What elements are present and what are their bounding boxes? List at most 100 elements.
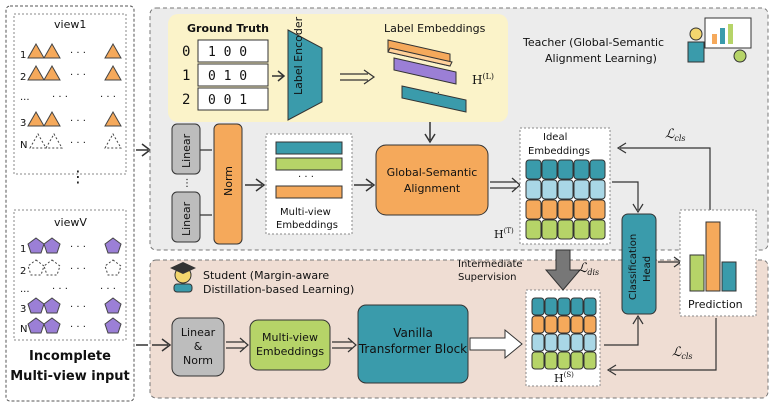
- embedding-cell: [525, 219, 542, 240]
- multiview-emb-label-1: Multi-view: [280, 207, 331, 218]
- dots: · · ·: [298, 172, 314, 183]
- embedding-cell: [525, 179, 542, 200]
- distillation-arrow: [544, 249, 582, 291]
- embedding-cell: [557, 199, 574, 220]
- embedding-cell: [573, 199, 590, 220]
- embedding-cell: [570, 333, 584, 352]
- embedding-cell: [589, 159, 606, 180]
- embedding-cell: [541, 219, 558, 240]
- linear-text-1: Linear: [180, 133, 193, 168]
- embedding-cell: [570, 315, 584, 334]
- arrow-to-label-emb: [340, 69, 376, 85]
- embedding-cell: [541, 159, 558, 180]
- embedding-cell: [570, 297, 584, 316]
- embedding-cell: [557, 333, 571, 352]
- embedding-cell: [531, 297, 545, 316]
- embedding-cell: [557, 179, 574, 200]
- student-title-line1: Student (Margin-aware: [203, 269, 329, 282]
- linear-block-2: [171, 191, 201, 243]
- norm-block: [213, 123, 243, 245]
- linear-norm-text-2: &: [194, 340, 203, 353]
- dis-loss: ℒdis: [578, 261, 599, 277]
- embedding-cell: [573, 219, 590, 240]
- embedding-cell: [557, 315, 571, 334]
- embedding-cell: [544, 351, 558, 370]
- ground-truth-label: Ground Truth: [187, 22, 269, 35]
- teacher-title-line1: Teacher (Global-Semantic: [522, 36, 664, 49]
- vanilla-transformer-block: [357, 304, 469, 384]
- student-multiview-text-1: Multi-view: [262, 331, 318, 344]
- vertical-ellipsis: ⋮: [70, 167, 86, 186]
- label-encoder-text: Label Encoder: [292, 16, 305, 95]
- row-label: N: [20, 140, 27, 151]
- label-embeddings-title: Label Embeddings: [384, 22, 486, 35]
- student-multiview-block: [249, 319, 331, 371]
- h-l: H(L): [472, 72, 494, 87]
- embedding-cell: [531, 315, 545, 334]
- embedding-cell: [570, 351, 584, 370]
- embedding-cell: [541, 179, 558, 200]
- student-icon: [170, 262, 196, 293]
- gt-vector: 0 1 0: [208, 69, 247, 84]
- dots: · · ·: [70, 264, 86, 275]
- embedding-cell: [531, 351, 545, 370]
- dots: · · ·: [70, 242, 86, 253]
- student-title-line2: Distillation-based Learning): [203, 283, 354, 296]
- cls-loss-top: ℒcls: [665, 127, 686, 143]
- global-semantic-alignment: [375, 144, 489, 216]
- row-label: ...: [20, 92, 30, 103]
- gt-index: 2: [182, 92, 190, 108]
- gt-vector: 1 0 0: [208, 45, 247, 60]
- embedding-cell: [589, 219, 606, 240]
- viewV-rows: 1 · · · 2 · · · ... · · · · · · 3 · · · …: [20, 237, 122, 335]
- dots: · · ·: [70, 138, 86, 149]
- teacher-icon: [687, 17, 752, 63]
- input-arrow-top: [136, 143, 152, 157]
- dots: · · ·: [100, 92, 116, 103]
- embedding-cell: [583, 333, 597, 352]
- cls-head-text-2: Head: [642, 256, 653, 282]
- ground-truth-matrix: 0 1 2 1 0 0 0 1 0 0 0 1: [182, 39, 269, 111]
- embedding-cell: [583, 315, 597, 334]
- dots: · · ·: [70, 70, 86, 81]
- embedding-cell: [583, 297, 597, 316]
- dots: · · ·: [70, 322, 86, 333]
- linear-text-2: Linear: [180, 201, 193, 236]
- viewV-box: [13, 209, 127, 341]
- intermediate-text-1: Intermediate: [458, 259, 523, 270]
- linear-block-1: [171, 123, 201, 175]
- classification-head: [621, 213, 657, 315]
- embedding-cell: [541, 199, 558, 220]
- embedding-cell: [544, 333, 558, 352]
- dots: · · ·: [70, 302, 86, 313]
- row-label: 3: [20, 118, 26, 129]
- label-encoder: [287, 29, 323, 121]
- embedding-cell: [583, 351, 597, 370]
- embedding-cell: [557, 219, 574, 240]
- cls-head-text-1: Classification: [628, 234, 639, 300]
- row-label: 2: [20, 72, 26, 83]
- vertical-ellipsis: ⋮: [182, 178, 192, 189]
- row-label: 2: [20, 266, 26, 277]
- h-t: H(T): [494, 227, 514, 241]
- row-label: N: [20, 324, 27, 335]
- dots: · · ·: [70, 48, 86, 59]
- embedding-cell: [557, 159, 574, 180]
- intermediate-text-2: Supervision: [458, 272, 516, 283]
- embedding-cell: [573, 179, 590, 200]
- dots: · · ·: [52, 92, 68, 103]
- label-embeddings-stack: · · ·: [387, 39, 467, 113]
- left-input-panel: view1 1 · · · 2 · · · ... · · · · · · 3 …: [5, 5, 135, 402]
- linear-norm-text-1: Linear: [181, 326, 216, 339]
- student-multiview-text-2: Embeddings: [256, 345, 324, 358]
- linear-norm-text-3: Norm: [183, 354, 213, 367]
- embedding-cell: [544, 315, 558, 334]
- cls-loss-bottom: ℒcls: [672, 345, 693, 361]
- embedding-cell: [589, 199, 606, 220]
- view1-box: [13, 13, 127, 175]
- embedding-cell: [573, 159, 590, 180]
- dots: · · ·: [70, 116, 86, 127]
- vanilla-text-1: Vanilla: [393, 326, 433, 340]
- embedding-cell: [525, 159, 542, 180]
- prediction-bars: [689, 221, 737, 292]
